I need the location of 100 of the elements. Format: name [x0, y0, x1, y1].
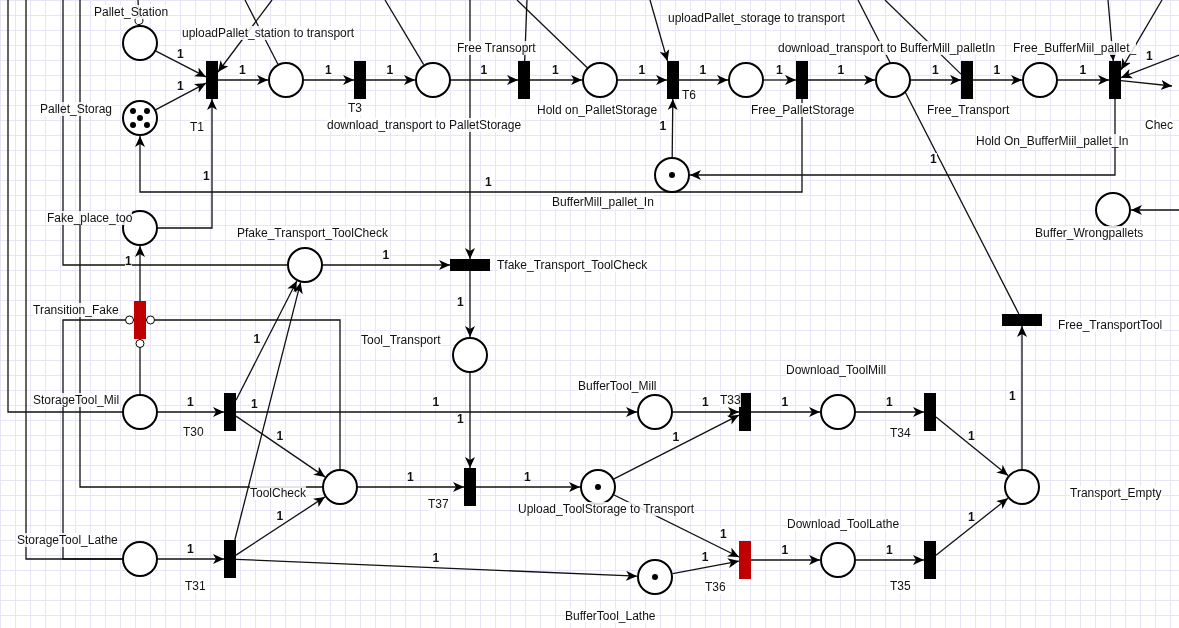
arc-line — [25, 0, 123, 560]
arc-arrow — [235, 558, 638, 581]
transition-bar — [224, 393, 236, 431]
place-circle — [637, 394, 673, 430]
arc-weight: 1 — [968, 430, 975, 443]
arc-arrow — [672, 407, 740, 417]
arc-arrow — [678, 75, 729, 85]
transition-bar — [206, 61, 218, 99]
place-label: Pallet_Station — [94, 5, 169, 19]
arc-arrow — [1057, 75, 1110, 85]
transition-bar — [354, 61, 366, 99]
arc-weight: 1 — [432, 396, 440, 408]
arc-arrow — [1120, 79, 1173, 90]
arc-arrow — [617, 75, 668, 85]
transition-label: Free_Transport — [927, 103, 1010, 117]
transition-bar — [450, 259, 490, 271]
transition-label: T1 — [190, 120, 204, 134]
arc-arrow — [750, 555, 821, 565]
transition-label: T3 — [348, 101, 362, 115]
arc-weight: 1 — [672, 430, 680, 443]
arc-weight: 1 — [702, 396, 709, 408]
arc-arrow — [157, 554, 225, 564]
arc-weight: 1 — [781, 396, 789, 408]
place-circle — [875, 62, 911, 98]
arc-weight: 1 — [480, 64, 488, 76]
place-label: download_transport to PalletStorage — [327, 118, 522, 132]
arc-arrow — [235, 415, 326, 478]
place-circle — [820, 394, 856, 430]
place-circle — [415, 62, 451, 98]
place-label: download_transport to BufferMill_palletIn — [778, 41, 996, 55]
transition-label: Tfake_Transport_ToolCheck — [497, 258, 648, 272]
place-label: BufferTool_Lathe — [565, 609, 656, 623]
arc-weight: 1 — [699, 64, 707, 76]
place-circle — [122, 25, 158, 61]
transition-bar — [134, 301, 146, 339]
arc-weight: 1 — [1079, 64, 1087, 76]
place-label: Download_ToolLathe — [787, 517, 900, 531]
arc-weight: 1 — [701, 551, 709, 564]
arc-arrow — [235, 496, 326, 556]
transition-label: T37 — [428, 497, 449, 511]
arc-arrow — [357, 482, 465, 492]
arc-weight: 1 — [382, 249, 390, 261]
transition-bar — [224, 540, 236, 578]
transition-bar — [961, 61, 973, 99]
arc-arrow — [910, 75, 962, 85]
place-label: Pallet_Storag — [40, 102, 113, 116]
arc-arrow — [1120, 0, 1163, 71]
arc-arrow — [750, 407, 821, 417]
place-label: Hold on_PalletStorage — [537, 103, 658, 117]
arc-weight: 1 — [720, 528, 727, 540]
transition-bar — [796, 61, 808, 99]
transition-label: T6 — [682, 88, 696, 102]
arc-weight: 1 — [776, 64, 783, 76]
arc-weight: 1 — [524, 471, 531, 483]
place-circle — [452, 337, 488, 373]
arc-arrow — [1130, 205, 1179, 215]
transition-label: T31 — [185, 579, 206, 593]
arc-arrow — [972, 75, 1023, 85]
arc-weight: 1 — [932, 64, 939, 76]
arc-arrow — [155, 50, 207, 78]
transition-label: T36 — [705, 580, 726, 594]
arc-arrow — [1017, 325, 1027, 470]
arc-weight: 1 — [967, 510, 975, 523]
arc-weight: 1 — [407, 471, 414, 483]
arc-weight: 1 — [552, 64, 559, 76]
arc-arrow — [157, 407, 225, 417]
transition-bar — [1002, 314, 1042, 326]
place-circle — [1022, 62, 1058, 98]
transition-label: T35 — [890, 579, 911, 593]
place-label: ToolCheck — [250, 486, 307, 500]
arc-weight: 1 — [177, 48, 184, 61]
arc-weight: 1 — [457, 412, 464, 425]
arc-arrow — [465, 270, 475, 338]
arc-weight: 1 — [251, 398, 258, 410]
place-label: StorageTool_Mil — [33, 393, 120, 407]
inhibitor-arc — [135, 338, 145, 395]
place-circle — [122, 541, 158, 577]
place-label: Download_ToolMill — [786, 363, 887, 377]
arc-arrow — [475, 482, 581, 492]
arc-line — [516, 0, 588, 69]
arc-arrow — [935, 416, 1009, 477]
place-label: BufferTool_Mill — [578, 379, 657, 393]
arc-weight: 1 — [781, 544, 789, 556]
arc-arrow — [365, 75, 416, 85]
place-label: uploadPallet_storage to transport — [668, 11, 845, 25]
arc-arrow — [529, 75, 583, 85]
transition-label: Free_TransportTool — [1058, 318, 1163, 332]
place-label: Transport_Empty — [1070, 486, 1162, 500]
place-circle — [582, 62, 618, 98]
place-label: Upload_ToolStorage to Transport — [518, 502, 695, 516]
arc-arrow — [135, 98, 803, 193]
arc-weight: 1 — [253, 332, 261, 345]
place-circle — [820, 542, 856, 578]
arc-arrow — [465, 372, 475, 469]
transition-bar — [667, 61, 679, 99]
place-label: Pfake_Transport_ToolCheck — [237, 226, 388, 240]
arc-weight: 1 — [276, 430, 284, 443]
arc-weight: 1 — [1009, 389, 1016, 402]
arc-weight: 1 — [386, 64, 394, 76]
arc-arrow — [322, 260, 451, 270]
